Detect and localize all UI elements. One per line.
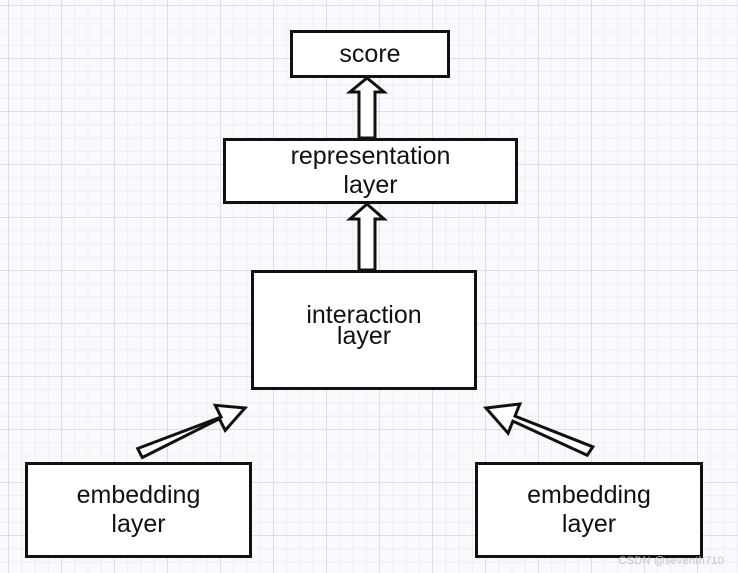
arrow-right-embedding-to-interaction	[482, 402, 596, 458]
embedding-layer-right-label-line1: embedding	[527, 481, 651, 509]
interaction-layer-label-line1: interaction	[306, 301, 422, 329]
watermark: CSDN @seventh710	[618, 555, 724, 567]
representation-layer-label-line1: representation	[290, 142, 451, 170]
score-label: score	[339, 39, 401, 68]
embedding-layer-left-label-line2: layer	[111, 510, 166, 538]
score-box: score	[290, 30, 450, 78]
embedding-layer-box-left: embedding layer	[25, 462, 252, 558]
embedding-layer-box-right: embedding layer	[475, 462, 703, 558]
representation-layer-box: representation layer	[223, 138, 518, 204]
arrow-representation-to-score	[345, 76, 389, 140]
arrow-left-embedding-to-interaction	[135, 403, 249, 460]
representation-layer-label-line2: layer	[343, 171, 398, 199]
interaction-layer-label-line2: layer	[336, 322, 392, 350]
embedding-layer-right-label-line2: layer	[561, 510, 617, 538]
interaction-layer-box: interaction layer	[251, 270, 477, 390]
arrow-interaction-to-representation	[346, 201, 388, 272]
embedding-layer-left-label-line1: embedding	[76, 481, 201, 509]
